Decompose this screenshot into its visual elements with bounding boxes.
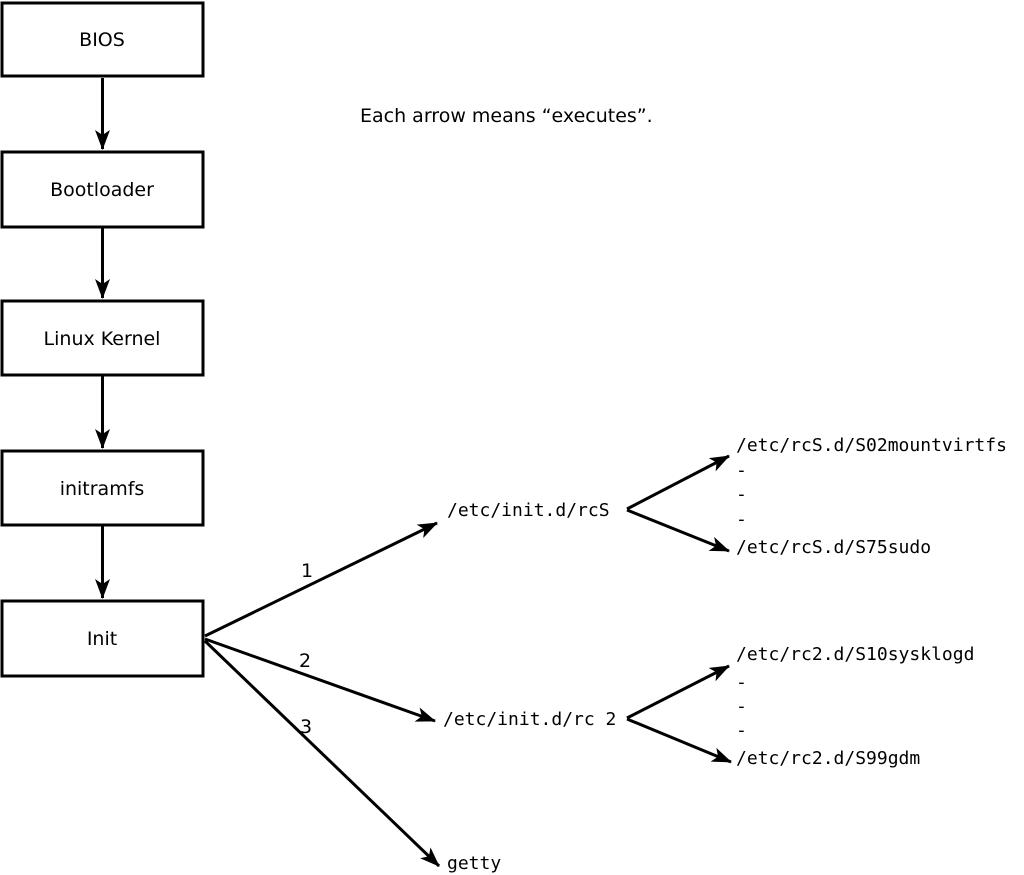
- arrow-rcs-to-s02mountvirtfs: [626, 454, 730, 511]
- box-init-rect: [0, 599, 205, 678]
- box-initramfs-rect: [0, 449, 205, 527]
- box-bootloader: Bootloader: [0, 150, 205, 229]
- rcs-ellipsis-dash-2: -: [736, 484, 747, 505]
- box-bios-rect: [0, 1, 205, 78]
- rc2-ellipsis-dash-2: -: [736, 696, 747, 717]
- arrow-init-to-getty: [203, 639, 441, 868]
- rc2-ellipsis-dash-1: -: [736, 672, 747, 693]
- rcs-ellipsis-dash-3: -: [736, 509, 747, 530]
- box-initramfs-label: initramfs: [60, 478, 145, 500]
- rc2-child-s10sysklogd-label: /etc/rc2.d/S10sysklogd: [736, 644, 974, 665]
- arrow-rc2-to-s10sysklogd: [626, 664, 730, 720]
- box-linux-kernel: Linux Kernel: [0, 299, 205, 377]
- arrow-init-to-rc2: [204, 637, 436, 723]
- box-bios-label: BIOS: [79, 29, 125, 51]
- arrow-init-to-rcs: [204, 521, 438, 638]
- rc2-child-s99gdm-label: /etc/rc2.d/S99gdm: [736, 748, 920, 769]
- box-init: Init: [0, 599, 205, 678]
- box-initramfs: initramfs: [0, 449, 205, 527]
- rcs-child-s02mountvirtfs-label: /etc/rcS.d/S02mountvirtfs: [736, 435, 1007, 456]
- branch-1-number: 1: [301, 560, 313, 582]
- branch-3-number: 3: [300, 716, 312, 738]
- caption-text: Each arrow means “executes”.: [360, 105, 653, 127]
- branch-2-number: 2: [299, 650, 311, 672]
- arrow-rc2-to-s99gdm: [626, 717, 732, 764]
- arrow-rcs-to-s75sudo: [626, 508, 730, 553]
- rcs-script-label: /etc/init.d/rcS: [447, 500, 610, 521]
- getty-label: getty: [447, 853, 501, 874]
- rc2-ellipsis-dash-3: -: [736, 720, 747, 741]
- box-init-label: Init: [87, 628, 117, 650]
- box-bootloader-label: Bootloader: [50, 179, 154, 201]
- rc2-script-label: /etc/init.d/rc 2: [443, 709, 616, 730]
- box-bios: BIOS: [0, 1, 205, 78]
- box-linux-kernel-label: Linux Kernel: [44, 328, 161, 350]
- rcs-child-s75sudo-label: /etc/rcS.d/S75sudo: [736, 537, 931, 558]
- box-linux-kernel-rect: [0, 299, 205, 377]
- box-bootloader-rect: [0, 150, 205, 229]
- rcs-ellipsis-dash-1: -: [736, 460, 747, 481]
